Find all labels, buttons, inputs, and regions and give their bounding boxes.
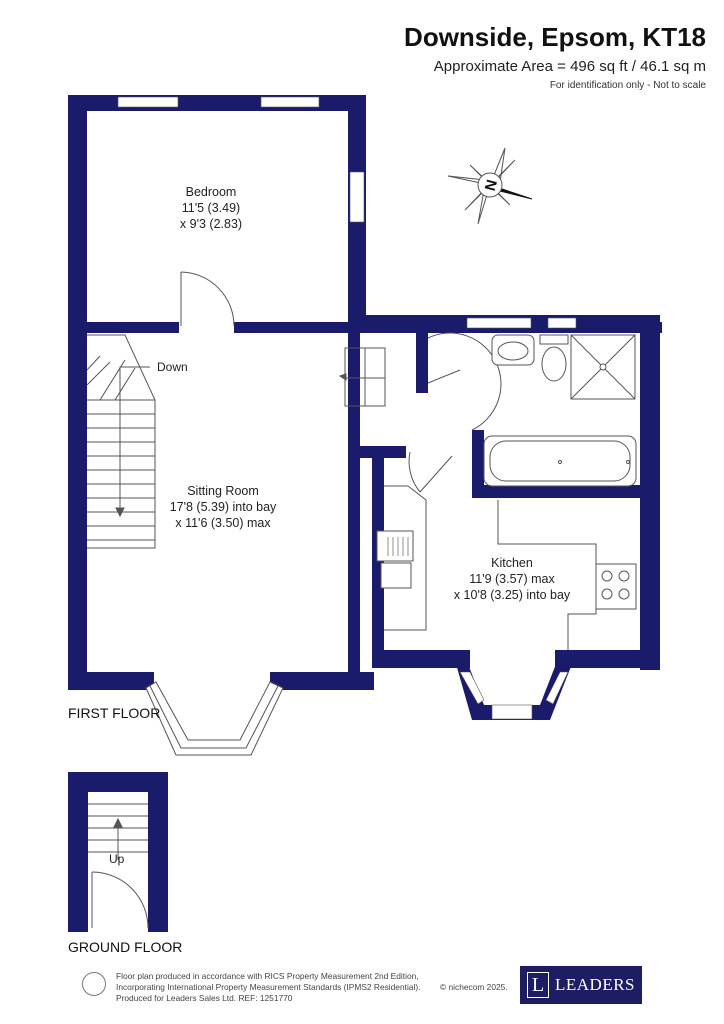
kitchen-dim1: 11'9 (3.57) max bbox=[469, 572, 555, 586]
stairs-up-label: Up bbox=[109, 852, 125, 866]
page-title: Downside, Epsom, KT18 bbox=[404, 22, 706, 52]
sitting-room-bay bbox=[145, 681, 284, 756]
stairs-down-label: Down bbox=[157, 360, 188, 374]
stairs-up bbox=[88, 803, 149, 929]
bedroom-dim2: x 9'3 (2.83) bbox=[180, 217, 242, 231]
kitchen-dim2: x 10'8 (3.25) into bay bbox=[454, 588, 571, 602]
bathroom-fixtures bbox=[483, 334, 637, 487]
bedroom-label: Bedroom 11'5 (3.49) x 9'3 (2.83) bbox=[180, 185, 242, 231]
area-text: Approximate Area = 496 sq ft / 46.1 sq m bbox=[433, 58, 706, 75]
rics-icon bbox=[82, 972, 106, 996]
compass-letter: N bbox=[482, 178, 501, 193]
sink-icon bbox=[387, 537, 409, 556]
footer-copyright: © nichecom 2025. bbox=[440, 982, 508, 992]
sitting-room-label: Sitting Room 17'8 (5.39) into bay x 11'6… bbox=[170, 484, 277, 530]
windows bbox=[117, 96, 577, 329]
sitting-dim1: 17'8 (5.39) into bay bbox=[170, 500, 277, 514]
kitchen-units bbox=[376, 485, 637, 650]
footer-line-2: Incorporating International Property Mea… bbox=[116, 982, 421, 992]
stairs-down bbox=[86, 334, 156, 549]
sitting-name: Sitting Room bbox=[187, 484, 259, 498]
cupboard bbox=[338, 347, 386, 407]
logo-letter: L bbox=[527, 972, 549, 998]
logo-name: LEADERS bbox=[555, 975, 635, 994]
kitchen-label: Kitchen 11'9 (3.57) max x 10'8 (3.25) in… bbox=[454, 556, 571, 602]
compass-icon: N bbox=[447, 147, 533, 225]
bedroom-dim1: 11'5 (3.49) bbox=[182, 201, 240, 215]
bedroom-name: Bedroom bbox=[186, 185, 237, 199]
kitchen-name: Kitchen bbox=[491, 556, 533, 570]
doors bbox=[180, 271, 502, 493]
footer-line-1: Floor plan produced in accordance with R… bbox=[116, 971, 419, 981]
footer-text: Floor plan produced in accordance with R… bbox=[116, 971, 446, 1004]
leaders-logo: L LEADERS bbox=[520, 966, 642, 1004]
first-floor-label: FIRST FLOOR bbox=[68, 705, 160, 721]
ground-floor-label: GROUND FLOOR bbox=[68, 939, 182, 955]
kitchen-bay bbox=[456, 664, 572, 720]
sitting-dim2: x 11'6 (3.50) max bbox=[175, 516, 271, 530]
ground-floor-walls bbox=[68, 772, 168, 932]
footer-line-3: Produced for Leaders Sales Ltd. REF: 125… bbox=[116, 993, 293, 1003]
disclaimer-text: For identification only - Not to scale bbox=[549, 80, 706, 91]
